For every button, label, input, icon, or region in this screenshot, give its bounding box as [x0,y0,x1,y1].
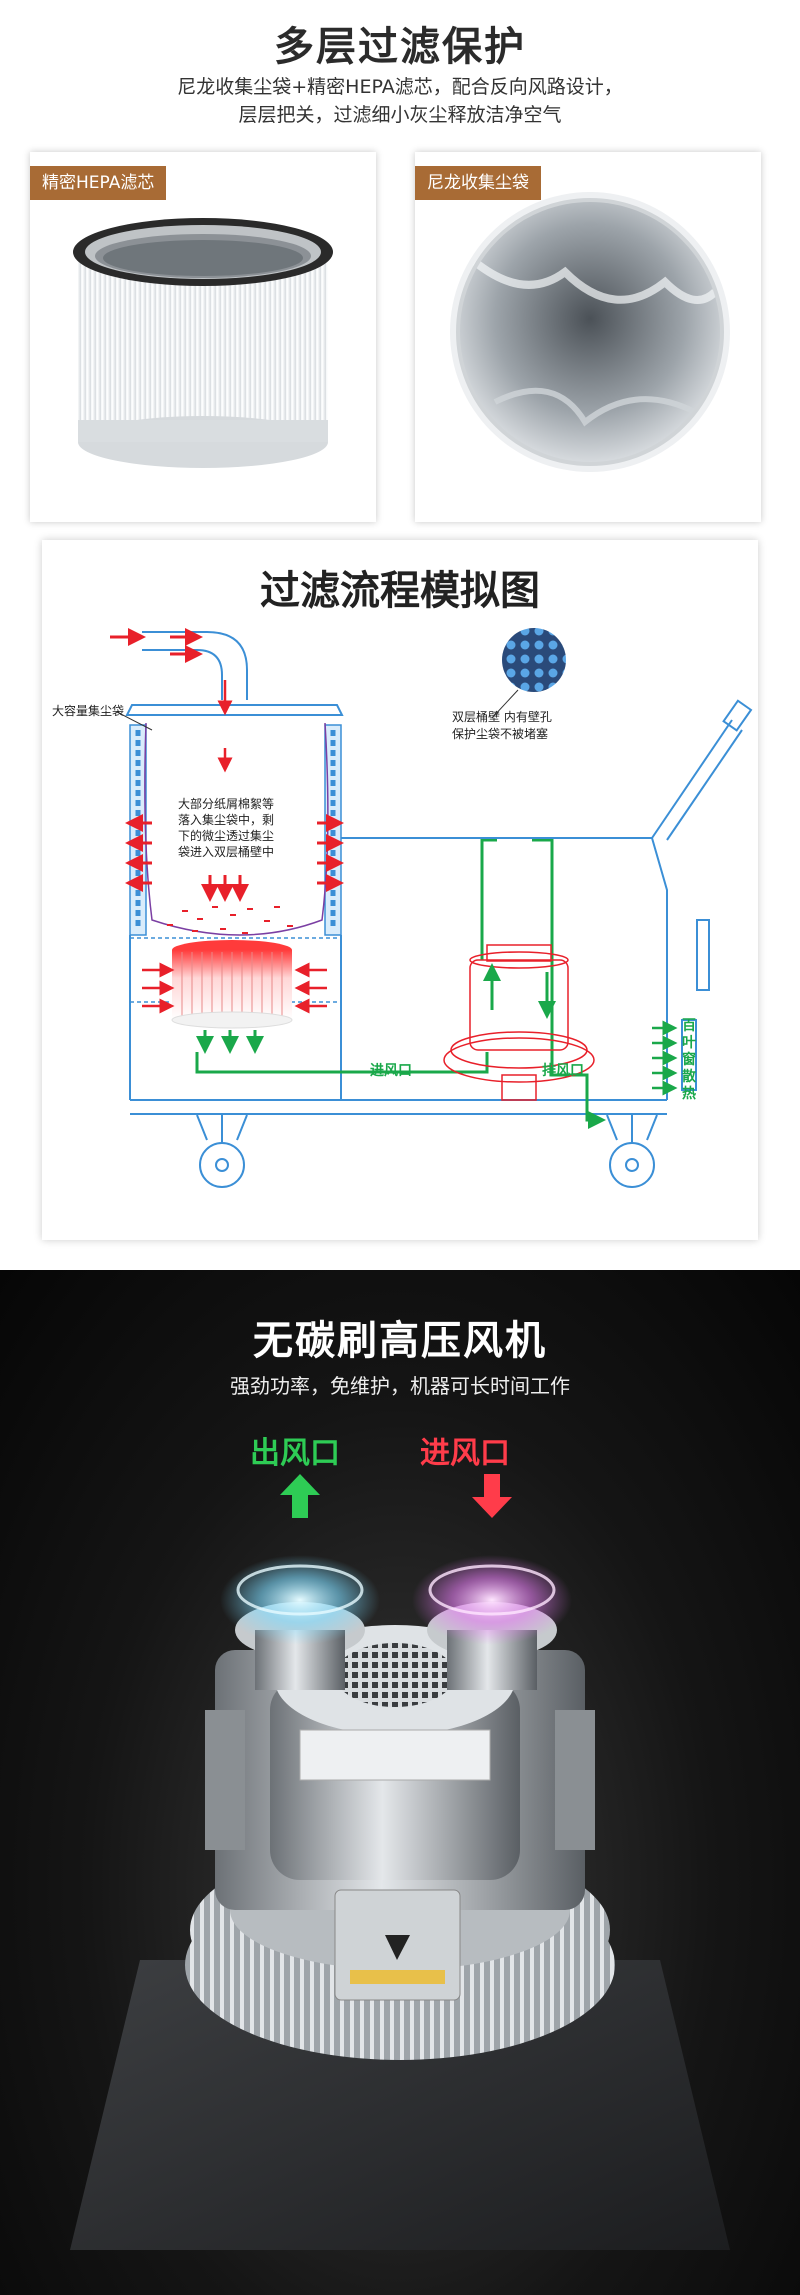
diagram-title: 过滤流程模拟图 [260,568,540,614]
hepa-filter-card: 精密HEPA滤芯 [30,152,376,522]
note-line-4: 袋进入双层桶壁中 [178,845,275,859]
vent-char: 叶 [682,1035,696,1051]
nylon-bag-image [450,192,730,472]
diagram-section: 过滤流程模拟图 [42,540,758,1240]
label-exhaust: 排风口 [542,1063,584,1079]
label-louver-vent: 百 叶 窗 散 热 [680,1018,698,1103]
vent-char: 百 [682,1018,696,1034]
filter-section-subtitle-line2: 层层把关，过滤细小灰尘释放洁净空气 [238,104,562,126]
outlet-label: 出风口 [250,1436,340,1471]
vent-char: 窗 [682,1052,696,1068]
note-line-2: 落入集尘袋中，剩 [178,813,275,827]
hepa-filter-image [73,218,333,468]
filter-section: 多层过滤保护 尼龙收集尘袋+精密HEPA滤芯，配合反向风路设计， 层层把关，过滤… [0,0,800,528]
filter-section-subtitle-line1: 尼龙收集尘袋+精密HEPA滤芯，配合反向风路设计， [177,76,623,98]
label-dust-bag: 大容量集尘袋 [52,704,125,718]
filter-section-title: 多层过滤保护 [274,24,526,70]
motor-section-subtitle: 强劲功率，免维护，机器可长时间工作 [230,1374,570,1398]
label-inlet: 进风口 [370,1063,412,1079]
note-line-3: 下的微尘透过集尘 [178,829,275,843]
label-double-wall-1: 双层桶壁 内有壁孔 [452,710,552,724]
nylon-bag-card: 尼龙收集尘袋 [415,152,761,522]
nylon-bag-tag: 尼龙收集尘袋 [415,166,541,200]
note-dust-flow: 大部分纸屑棉絮等 落入集尘袋中，剩 下的微尘透过集尘 袋进入双层桶壁中 [178,796,274,860]
label-double-wall-2: 保护尘袋不被堵塞 [452,727,549,741]
hepa-filter-tag: 精密HEPA滤芯 [30,166,167,200]
motor-section-title: 无碳刷高压风机 [253,1318,547,1364]
flow-diagram [110,628,753,1188]
vent-char: 散 [682,1069,696,1085]
vent-char: 热 [682,1086,696,1102]
motor-section: 无碳刷高压风机 强劲功率，免维护，机器可长时间工作 出风口 进风口 [0,1270,800,2295]
note-line-1: 大部分纸屑棉絮等 [178,797,275,811]
inlet-label: 进风口 [420,1436,510,1471]
blower-image [70,1474,730,2250]
